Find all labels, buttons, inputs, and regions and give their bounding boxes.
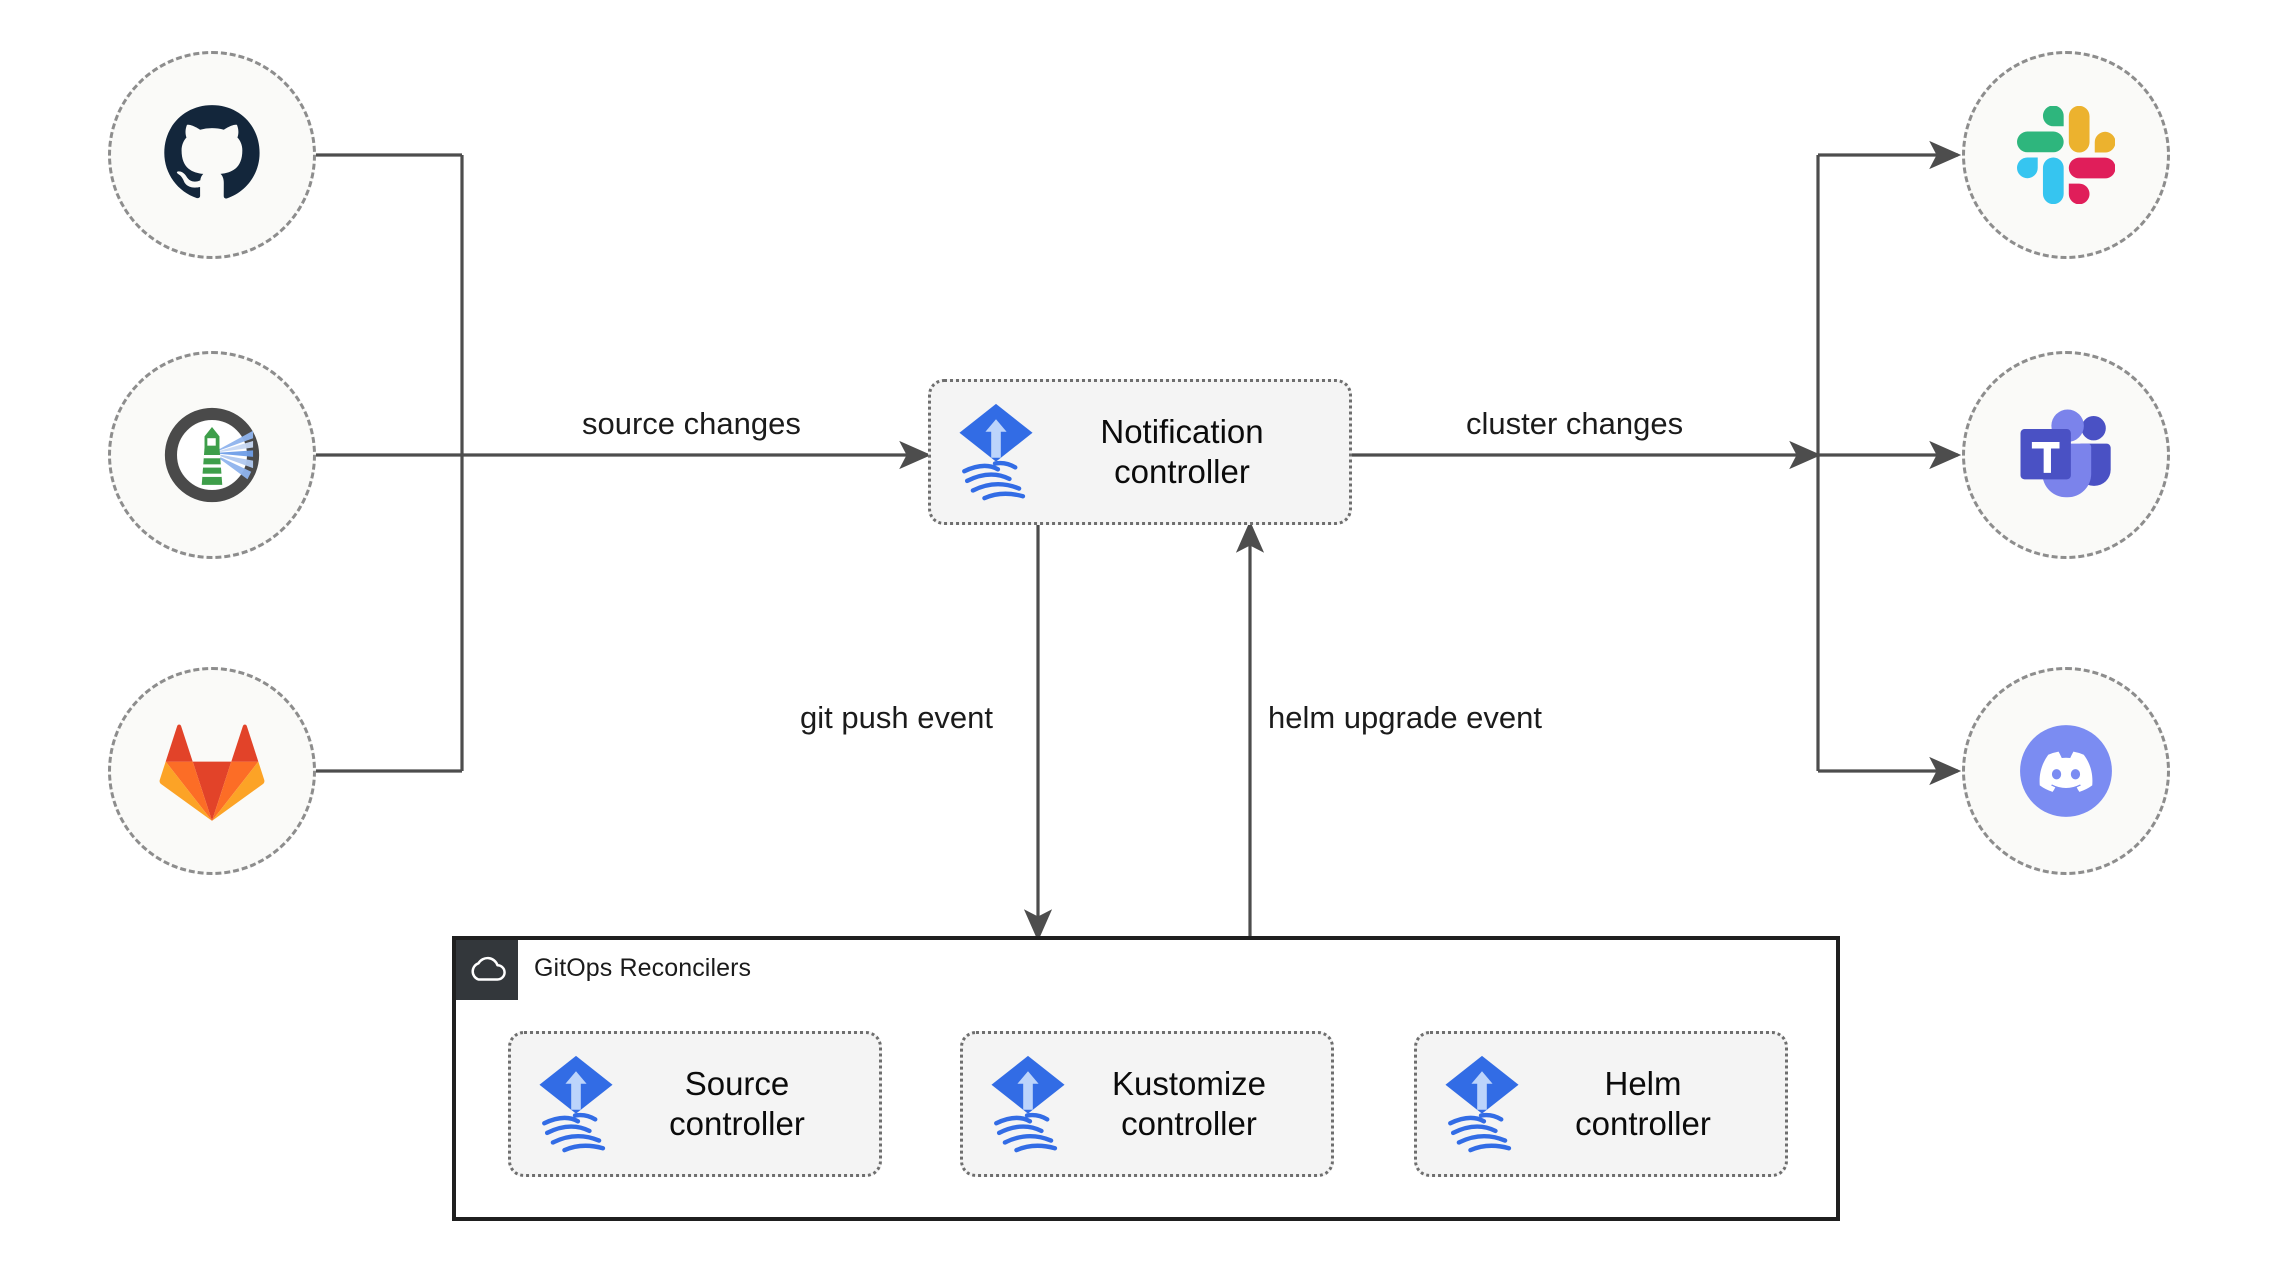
helm-controller-label: Helm controller [1575,1064,1711,1142]
target-node-slack[interactable] [1962,51,2170,259]
notification-controller-label: Notification controller [1100,412,1264,490]
kustomize-controller-node[interactable]: Kustomize controller [960,1031,1334,1177]
gitlab-icon [159,721,265,821]
microsoft-teams-icon [2014,406,2118,504]
helm-controller-node[interactable]: Helm controller [1414,1031,1788,1177]
flux-logo-icon [533,1054,619,1154]
target-node-teams[interactable] [1962,351,2170,559]
gitops-reconcilers-title: GitOps Reconcilers [534,954,752,982]
kustomize-controller-label: Kustomize controller [1111,1064,1267,1142]
edge-label-cluster-changes: cluster changes [1466,406,1684,441]
edge-label-source-changes: source changes [582,406,801,441]
target-node-discord[interactable] [1962,667,2170,875]
source-node-lighthouse[interactable] [108,351,316,559]
cloud-icon [456,940,518,1000]
source-node-gitlab[interactable] [108,667,316,875]
discord-icon [2013,718,2119,824]
github-icon [160,103,264,207]
lighthouse-icon [156,399,268,511]
source-node-github[interactable] [108,51,316,259]
source-controller-node[interactable]: Source controller [508,1031,882,1177]
slack-icon [2017,106,2115,204]
flux-logo-icon [1439,1054,1525,1154]
flux-logo-icon [953,402,1039,502]
source-controller-label: Source controller [669,1064,805,1142]
edge-label-git-push-event: git push event [800,700,994,735]
flux-logo-icon [985,1054,1071,1154]
notification-controller-node[interactable]: Notification controller [928,379,1352,525]
edge-label-helm-upgrade-event: helm upgrade event [1268,700,1543,735]
